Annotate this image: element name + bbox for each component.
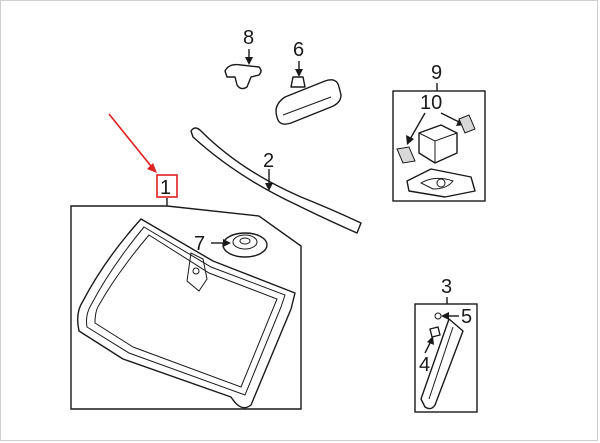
callout-1: 1 (160, 177, 171, 199)
rear-mirror-group: 6 (275, 39, 342, 125)
windshield-bracket-frame (70, 198, 302, 410)
red-arrow-head (147, 163, 157, 173)
callout-5-arrow (441, 312, 449, 320)
red-arrow-line (108, 113, 156, 172)
rain-sensor (222, 232, 268, 258)
callout-2-arrow (265, 183, 273, 191)
callout-4-arrow (427, 336, 434, 345)
windshield-glass (76, 218, 296, 409)
mirror-mount (224, 63, 262, 90)
callout-1-highlight-box (156, 174, 178, 198)
rain-sensor-center (232, 234, 258, 250)
pillar-group: 3 5 4 (414, 276, 478, 413)
mirror-mount-group: 8 (224, 27, 262, 90)
callout-9: 9 (431, 62, 442, 84)
nut-icon (434, 312, 442, 320)
sensor-tray-detail (419, 177, 454, 190)
pillar-box (414, 303, 478, 413)
sensor-module-group: 9 10 (392, 62, 486, 202)
callout-4: 4 (419, 354, 430, 376)
sensor-cover (458, 114, 476, 134)
callout-7-arrow (223, 239, 231, 247)
sensor-module-box (392, 90, 486, 202)
callout-7: 7 (194, 233, 205, 255)
windshield-group (70, 198, 302, 410)
callout-10-leader-a (408, 112, 426, 142)
callout-5: 5 (461, 306, 472, 328)
pillar-garnish (420, 318, 464, 410)
callout-2: 2 (263, 150, 274, 172)
molding-group: 2 (190, 127, 362, 234)
callout-6: 6 (293, 39, 304, 61)
mirror-mount-patch (186, 252, 208, 292)
callout-10-arrow-a (406, 135, 414, 145)
sensor-pad (396, 146, 416, 164)
sensor-module (418, 124, 458, 164)
callout-10: 10 (420, 92, 442, 114)
clip-icon (429, 326, 441, 338)
callout-6-arrow (295, 69, 303, 77)
sensor-tray-hole (436, 178, 446, 188)
windshield-black-band (94, 234, 278, 388)
callout-3: 3 (441, 276, 452, 298)
rear-view-mirror (275, 79, 342, 125)
pillar-garnish-edge (428, 326, 454, 400)
upper-molding (190, 127, 362, 234)
mirror-stem (290, 76, 306, 88)
callout-8-arrow (245, 57, 253, 65)
callout-8: 8 (243, 27, 254, 49)
callout-10-leader-b (440, 112, 462, 124)
rain-sensor-lens (239, 237, 251, 245)
mount-patch-dot (192, 267, 200, 275)
sensor-module-top (418, 132, 458, 163)
mirror-glass-edge (282, 96, 332, 116)
rain-sensor-group: 7 (194, 232, 268, 258)
windshield-inner-edge (86, 226, 286, 396)
sensor-tray (406, 168, 476, 198)
